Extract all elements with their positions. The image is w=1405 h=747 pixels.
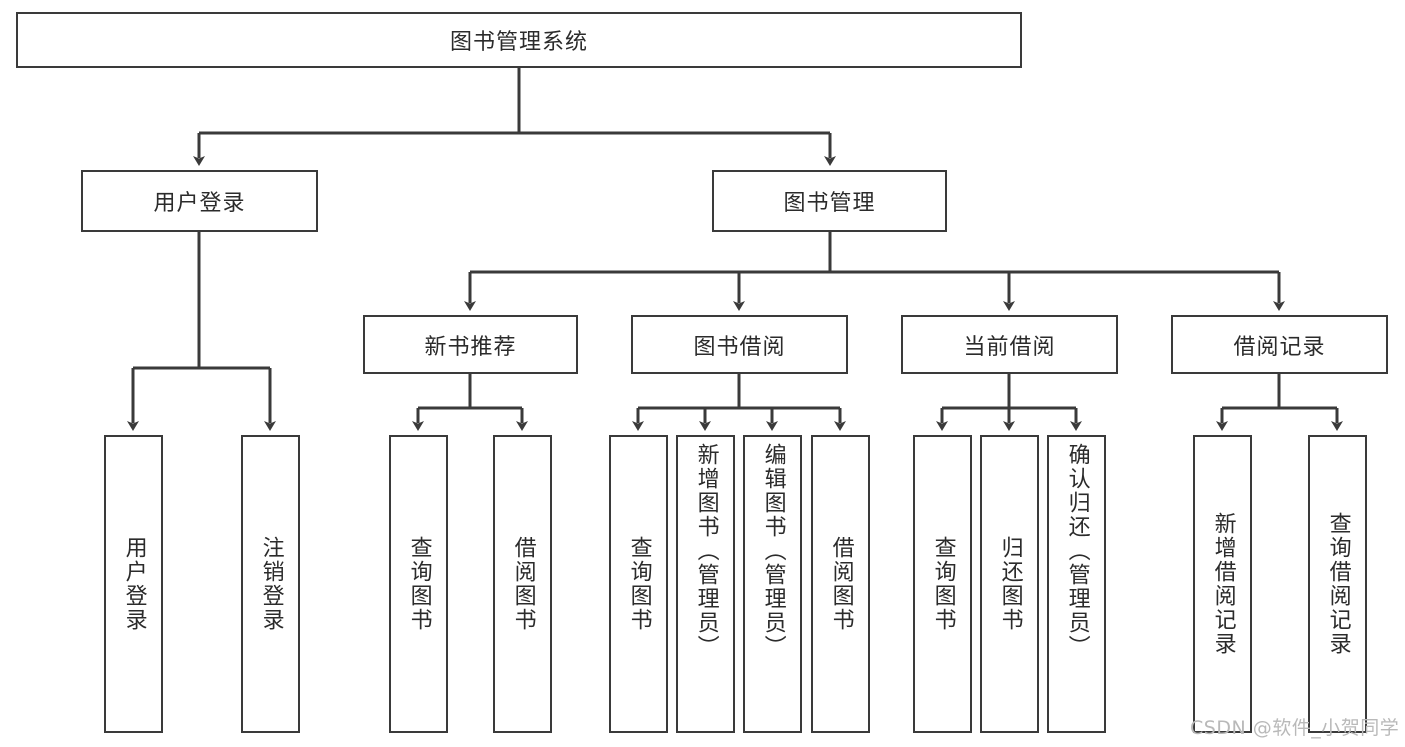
node-root-system[interactable]: 图书管理系统 <box>16 12 1022 68</box>
node-label: 当前借阅 <box>963 334 1056 360</box>
leaf-borrow-borrow-book[interactable]: 借阅图书 <box>811 435 870 733</box>
node-label: 注销登录 <box>258 536 284 632</box>
node-borrow-record[interactable]: 借阅记录 <box>1171 315 1388 374</box>
leaf-recommend-borrow-book[interactable]: 借阅图书 <box>493 435 552 733</box>
leaf-borrow-query-book[interactable]: 查询图书 <box>609 435 668 733</box>
node-label: 图书借阅 <box>693 334 786 360</box>
node-label: 编辑图书（管理员） <box>760 443 786 659</box>
node-label: 确认归还（管理员） <box>1064 443 1090 659</box>
node-label: 查询图书 <box>930 536 956 632</box>
node-label: 借阅记录 <box>1233 334 1326 360</box>
node-label: 新书推荐 <box>424 334 517 360</box>
leaf-current-return-book[interactable]: 归还图书 <box>980 435 1039 733</box>
node-new-book-recommend[interactable]: 新书推荐 <box>363 315 578 374</box>
node-book-borrow[interactable]: 图书借阅 <box>631 315 848 374</box>
node-label: 归还图书 <box>997 536 1023 632</box>
node-label: 用户登录 <box>153 191 246 216</box>
node-label: 图书管理 <box>783 191 876 216</box>
node-user-login[interactable]: 用户登录 <box>81 170 318 232</box>
leaf-user-login-signin[interactable]: 用户登录 <box>104 435 163 733</box>
leaf-current-query-book[interactable]: 查询图书 <box>913 435 972 733</box>
node-current-borrow[interactable]: 当前借阅 <box>901 315 1118 374</box>
node-label: 新增借阅记录 <box>1210 512 1236 656</box>
csdn-watermark: CSDN @软件_小贺同学 <box>1190 717 1400 739</box>
node-book-management[interactable]: 图书管理 <box>712 170 947 232</box>
node-label: 查询借阅记录 <box>1325 512 1351 656</box>
leaf-recommend-query-book[interactable]: 查询图书 <box>389 435 448 733</box>
leaf-borrow-edit-book-admin[interactable]: 编辑图书（管理员） <box>743 435 802 733</box>
node-label: 借阅图书 <box>828 536 854 632</box>
leaf-borrow-add-book-admin[interactable]: 新增图书（管理员） <box>676 435 735 733</box>
node-label: 借阅图书 <box>510 536 536 632</box>
node-label: 图书管理系统 <box>449 30 588 55</box>
leaf-record-add-record[interactable]: 新增借阅记录 <box>1193 435 1252 733</box>
node-label: 新增图书（管理员） <box>693 443 719 659</box>
node-label: 查询图书 <box>406 536 432 632</box>
leaf-user-login-signout[interactable]: 注销登录 <box>241 435 300 733</box>
node-label: 用户登录 <box>121 536 147 632</box>
leaf-current-confirm-return-admin[interactable]: 确认归还（管理员） <box>1047 435 1106 733</box>
node-label: 查询图书 <box>626 536 652 632</box>
leaf-record-query-record[interactable]: 查询借阅记录 <box>1308 435 1367 733</box>
